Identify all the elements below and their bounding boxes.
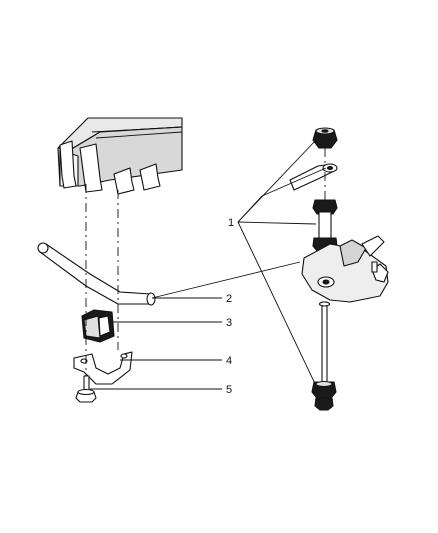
callout-5: 5 xyxy=(226,384,232,396)
upper-grommet xyxy=(312,127,338,149)
leader-lines xyxy=(90,139,327,391)
retainer-clamp xyxy=(73,351,133,385)
link-bolt xyxy=(318,301,331,383)
lower-control-arm xyxy=(301,235,389,303)
bushing xyxy=(81,309,115,343)
link-retainer xyxy=(289,163,338,191)
callout-1: 1 xyxy=(228,217,234,229)
bolt xyxy=(75,375,97,403)
callout-2: 2 xyxy=(226,293,232,305)
lower-grommet xyxy=(311,380,337,411)
stabilizer-bar xyxy=(37,242,156,306)
callout-4: 4 xyxy=(226,355,232,367)
callout-3: 3 xyxy=(226,317,232,329)
frame-bracket-tab xyxy=(59,140,161,195)
